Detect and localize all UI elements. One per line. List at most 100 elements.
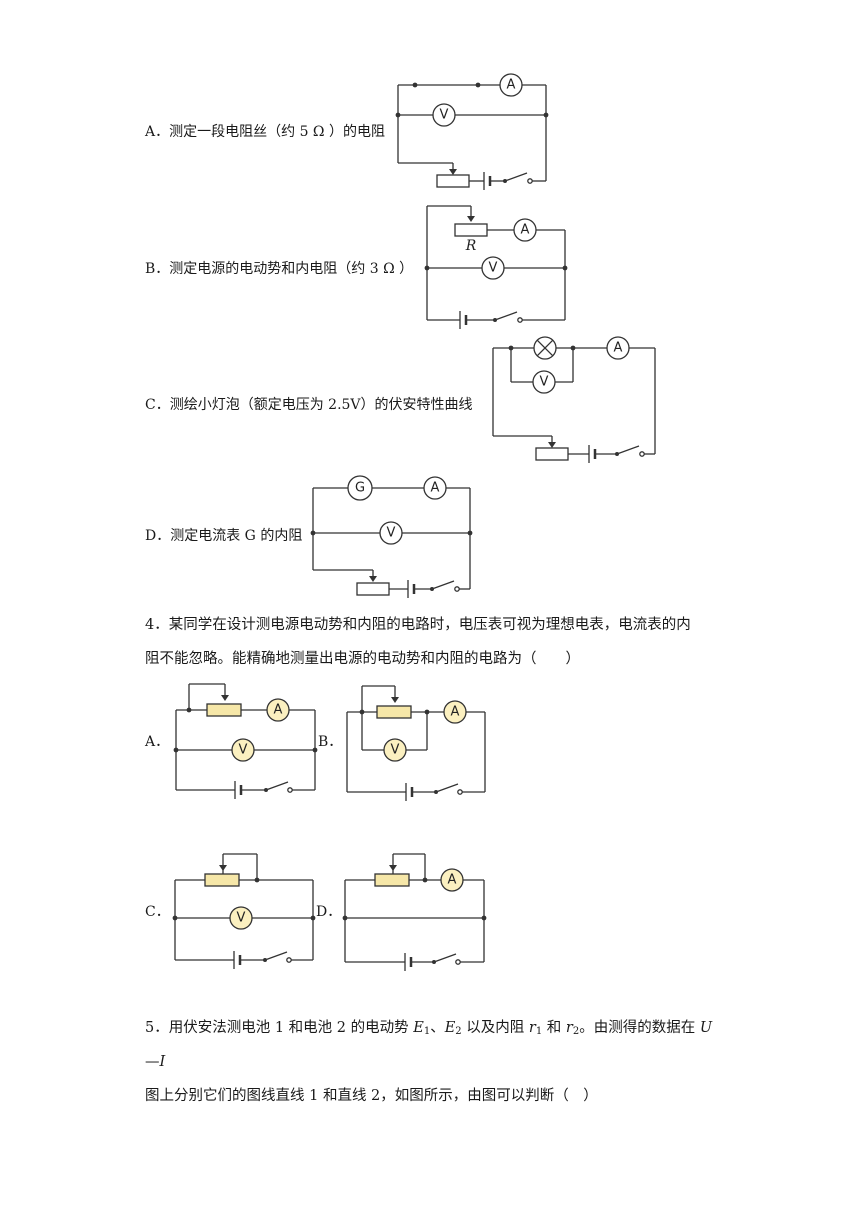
junction-dot bbox=[186, 707, 192, 713]
junction-dot bbox=[467, 530, 473, 536]
battery bbox=[234, 781, 243, 799]
switch bbox=[432, 953, 461, 965]
q3-option-c: C．测绘小灯泡（额定电压为 2.5V）的伏安特性曲线 bbox=[145, 396, 473, 414]
junction-dot bbox=[475, 82, 481, 88]
ammeter-label: A bbox=[451, 705, 460, 720]
switch bbox=[264, 781, 293, 793]
wires bbox=[426, 205, 566, 321]
switch bbox=[503, 172, 533, 184]
q4-stem: 4．某同学在设计测电源电动势和内阻的电路时，电压表可视为理想电表，电流表的内 阻… bbox=[145, 608, 725, 676]
wires bbox=[312, 487, 471, 590]
q5-stem-line: 图上分别它们的图线直线 1 和直线 2，如图所示，由图可以判断（ ） bbox=[145, 1088, 598, 1104]
rheostat bbox=[535, 447, 569, 461]
voltmeter: V bbox=[379, 521, 403, 545]
slider-arrow-icon bbox=[389, 865, 397, 871]
slider-arrow-icon bbox=[369, 576, 377, 582]
galvanometer-label: G bbox=[355, 481, 365, 496]
junction-dot bbox=[254, 877, 260, 883]
circuit-diagram-4a: A V bbox=[173, 683, 318, 799]
wires bbox=[346, 685, 486, 793]
option-text: 测定电流表 G 的内阻 bbox=[170, 528, 303, 544]
option-letter: D． bbox=[145, 528, 171, 544]
wires bbox=[492, 347, 656, 455]
slider-arrow-icon bbox=[467, 216, 475, 222]
switch bbox=[493, 311, 523, 323]
rheostat bbox=[356, 582, 390, 596]
wires bbox=[175, 683, 316, 791]
circuit-diagram-4d: A bbox=[342, 853, 487, 971]
circuit-diagram-3d: G A V bbox=[310, 475, 473, 598]
switch bbox=[434, 783, 463, 795]
slider-arrow-icon bbox=[221, 695, 229, 701]
voltmeter: V bbox=[231, 738, 255, 762]
q3-option-a: A．测定一段电阻丝（约 5 Ω ）的电阻 bbox=[145, 123, 385, 141]
lamp-icon bbox=[533, 336, 557, 360]
battery bbox=[483, 172, 492, 190]
junction-dot bbox=[424, 265, 430, 271]
rheostat bbox=[204, 873, 240, 887]
voltmeter: V bbox=[432, 103, 456, 127]
q5-stem-line: 5．用伏安法测电池 1 和电池 2 的电动势 E1、E2 以及内阻 r1 和 r… bbox=[145, 1020, 713, 1070]
junction-dot bbox=[310, 915, 316, 921]
junction-dot bbox=[424, 709, 430, 715]
voltmeter-label: V bbox=[237, 911, 246, 926]
slider-arrow-icon bbox=[219, 865, 227, 871]
q4-option-c-label: C． bbox=[145, 904, 170, 920]
slider-arrow-icon bbox=[449, 169, 457, 175]
battery bbox=[233, 951, 242, 969]
option-letter: C． bbox=[145, 397, 170, 413]
switch bbox=[615, 445, 645, 457]
ammeter-label: A bbox=[507, 78, 516, 93]
junction-dot bbox=[562, 265, 568, 271]
q5-stem: 5．用伏安法测电池 1 和电池 2 的电动势 E1、E2 以及内阻 r1 和 r… bbox=[145, 1011, 725, 1113]
rheostat bbox=[374, 873, 410, 887]
junction-dot bbox=[412, 82, 418, 88]
battery bbox=[588, 445, 597, 463]
rheostat bbox=[376, 705, 412, 719]
option-letter: B． bbox=[145, 261, 170, 277]
battery bbox=[407, 580, 416, 598]
galvanometer: G bbox=[347, 475, 373, 501]
voltmeter-label: V bbox=[440, 108, 449, 123]
junction-dot bbox=[543, 112, 549, 118]
q4-option-b-label: B． bbox=[318, 734, 343, 750]
circuit-diagram-4c: V bbox=[172, 853, 316, 969]
option-text: 测定电源的电动势和内电阻（约 3 Ω ） bbox=[169, 261, 414, 277]
circuit-diagram-4b: A V bbox=[346, 685, 486, 801]
voltmeter-label: V bbox=[387, 526, 396, 541]
junction-dot bbox=[422, 877, 428, 883]
junction-dot bbox=[481, 915, 487, 921]
slider-arrow-icon bbox=[548, 442, 556, 448]
switch bbox=[263, 951, 292, 963]
ammeter-label: A bbox=[614, 341, 623, 356]
q4-stem-line: 阻不能忽略。能精确地测量出电源的电动势和内阻的电路为（ ） bbox=[145, 651, 580, 667]
battery bbox=[404, 953, 413, 971]
voltmeter: V bbox=[481, 256, 505, 280]
voltmeter: V bbox=[383, 738, 407, 762]
option-text: 测绘小灯泡（额定电压为 2.5V）的伏安特性曲线 bbox=[169, 397, 473, 413]
ammeter: A bbox=[266, 698, 290, 722]
ammeter-label: A bbox=[274, 703, 283, 718]
junction-dot bbox=[172, 915, 178, 921]
voltmeter: V bbox=[532, 370, 556, 394]
battery bbox=[405, 783, 414, 801]
ammeter-label: A bbox=[521, 223, 530, 238]
q4-option-a-label: A． bbox=[145, 734, 170, 750]
q3-option-b: B．测定电源的电动势和内电阻（约 3 Ω ） bbox=[145, 260, 413, 278]
option-text: 测定一段电阻丝（约 5 Ω ）的电阻 bbox=[169, 124, 385, 140]
circuit-diagram-3b: R A V bbox=[424, 205, 568, 329]
junction-dot bbox=[395, 112, 401, 118]
voltmeter-label: V bbox=[489, 261, 498, 276]
battery bbox=[459, 311, 468, 329]
voltmeter-label: V bbox=[239, 743, 248, 758]
junction-dot bbox=[570, 345, 576, 351]
junction-dot bbox=[312, 747, 318, 753]
ammeter-label: A bbox=[431, 481, 440, 496]
voltmeter-label: V bbox=[540, 375, 549, 390]
voltmeter: V bbox=[229, 906, 253, 930]
junction-dot bbox=[342, 915, 348, 921]
wires bbox=[344, 853, 485, 963]
rheostat bbox=[454, 223, 488, 237]
rheostat bbox=[206, 703, 242, 717]
switch bbox=[430, 580, 460, 592]
